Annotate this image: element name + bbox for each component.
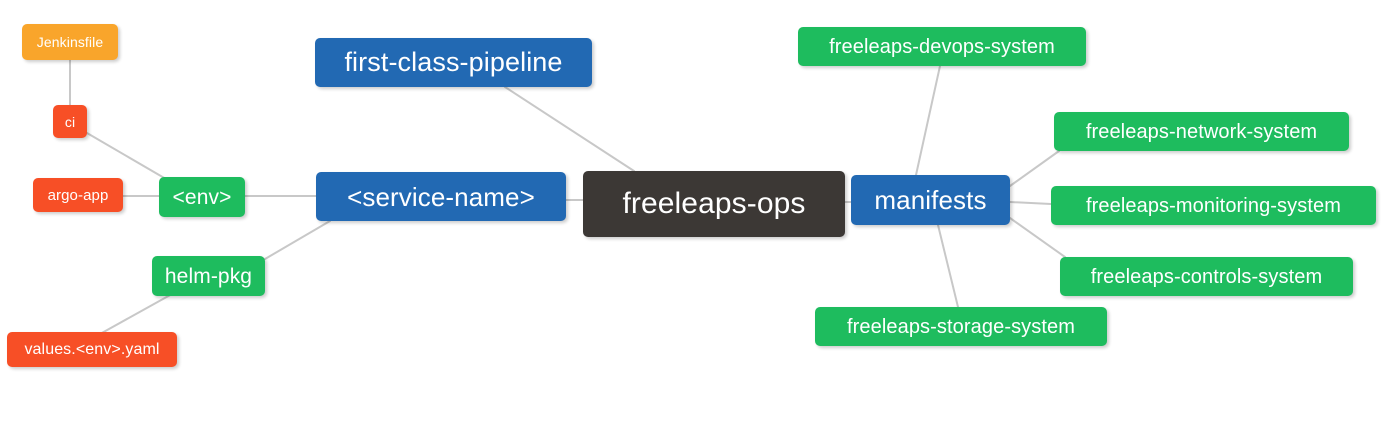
edge-service-name-to-helm-pkg bbox=[264, 220, 331, 260]
node-label: freeleaps-monitoring-system bbox=[1085, 194, 1341, 217]
node-freeleaps-storage-system[interactable]: freeleaps-storage-system bbox=[815, 307, 1107, 346]
node-label: Jenkinsfile bbox=[36, 34, 104, 50]
node-label: argo-app bbox=[47, 186, 109, 204]
node-first-class-pipeline[interactable]: first-class-pipeline bbox=[315, 38, 592, 87]
node-service-name[interactable]: <service-name> bbox=[316, 172, 566, 221]
edge-freeleaps-devops-system-to-manifests bbox=[915, 65, 941, 176]
node-label: values.<env>.yaml bbox=[24, 340, 160, 358]
edge-first-class-pipeline-to-freeleaps-ops bbox=[504, 86, 635, 172]
node-argo-app[interactable]: argo-app bbox=[33, 178, 123, 212]
node-label: manifests bbox=[874, 185, 987, 215]
node-values-yaml[interactable]: values.<env>.yaml bbox=[7, 332, 177, 367]
node-jenkinsfile[interactable]: Jenkinsfile bbox=[22, 24, 118, 60]
edge-manifests-to-freeleaps-storage-system bbox=[937, 224, 959, 308]
node-ci[interactable]: ci bbox=[53, 105, 87, 138]
edge-helm-pkg-to-values-yaml bbox=[99, 293, 173, 335]
node-freeleaps-monitoring-system[interactable]: freeleaps-monitoring-system bbox=[1051, 186, 1376, 225]
node-label: <env> bbox=[172, 185, 232, 209]
edge-ci-to-env bbox=[86, 132, 167, 180]
node-label: ci bbox=[64, 113, 76, 130]
node-label: first-class-pipeline bbox=[344, 47, 563, 77]
node-label: helm-pkg bbox=[164, 264, 253, 288]
node-label: <service-name> bbox=[347, 181, 535, 212]
node-manifests[interactable]: manifests bbox=[851, 175, 1010, 225]
edge-manifests-to-freeleaps-monitoring-system bbox=[1009, 201, 1052, 205]
node-label: freeleaps-devops-system bbox=[829, 35, 1055, 58]
node-label: freeleaps-storage-system bbox=[846, 315, 1076, 338]
node-freeleaps-controls-system[interactable]: freeleaps-controls-system bbox=[1060, 257, 1353, 296]
node-label: freeleaps-network-system bbox=[1085, 120, 1318, 143]
node-freeleaps-network-system[interactable]: freeleaps-network-system bbox=[1054, 112, 1349, 151]
edge-manifests-to-freeleaps-network-system bbox=[1009, 150, 1060, 187]
node-env[interactable]: <env> bbox=[159, 177, 245, 217]
node-label: freeleaps-controls-system bbox=[1090, 265, 1323, 288]
node-helm-pkg[interactable]: helm-pkg bbox=[152, 256, 265, 296]
node-freeleaps-ops[interactable]: freeleaps-ops bbox=[583, 171, 845, 237]
node-freeleaps-devops-system[interactable]: freeleaps-devops-system bbox=[798, 27, 1086, 66]
node-label: freeleaps-ops bbox=[622, 187, 806, 220]
